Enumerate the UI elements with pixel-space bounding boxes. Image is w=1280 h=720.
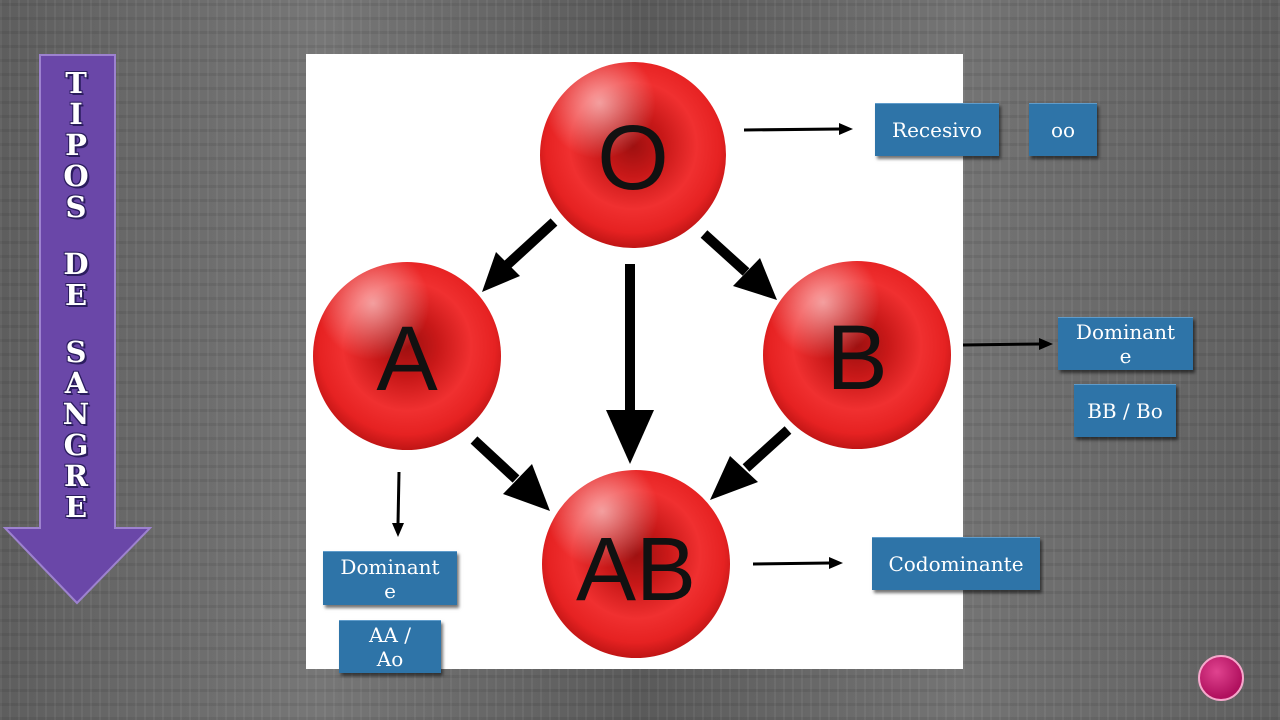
connector-a-dominante	[392, 471, 404, 537]
cell-ab-label: AB	[576, 520, 696, 620]
label-ab-codominante: Codominante	[872, 537, 1040, 590]
title-letter: S	[65, 335, 87, 369]
title-letter: T	[65, 66, 87, 100]
title-word-1: T I P O S	[63, 68, 88, 223]
label-o-genotype: oo	[1029, 103, 1097, 156]
arrow-a-to-ab	[470, 436, 550, 511]
connector-ab-codominante	[752, 557, 843, 569]
arrow-b-to-ab	[710, 426, 792, 500]
cell-a: A	[313, 262, 501, 450]
blood-type-diagram: O A B AB	[313, 62, 951, 658]
label-b-dominante: Dominant e	[1058, 317, 1193, 370]
title-letter: G	[63, 428, 89, 462]
title-letter: D	[63, 247, 89, 281]
cell-b: B	[763, 261, 951, 449]
title-letter: R	[63, 459, 89, 493]
slide-nav-button[interactable]	[1198, 655, 1244, 701]
slide-title-vertical: T I P O S D E S A N G R E	[38, 68, 114, 549]
cell-ab: AB	[542, 470, 730, 658]
title-word-2: D E	[63, 249, 88, 311]
title-letter: I	[69, 97, 83, 131]
title-letter: E	[64, 490, 88, 524]
title-letter: N	[62, 397, 90, 431]
connector-b-dominante	[962, 338, 1053, 350]
title-letter: E	[64, 278, 88, 312]
title-letter: O	[63, 159, 89, 193]
label-a-genotype: AA / Ao	[339, 620, 441, 673]
cell-b-label: B	[826, 307, 887, 409]
title-letter: P	[65, 128, 87, 162]
connector-o-recesivo	[743, 123, 853, 135]
title-arrow-shape	[2, 54, 153, 605]
label-o-recesivo: Recesivo	[875, 103, 999, 156]
label-a-dominante: Dominant e	[323, 551, 457, 605]
cell-o-label: O	[597, 107, 669, 209]
cell-o: O	[540, 62, 726, 248]
arrow-o-to-ab	[606, 264, 654, 464]
arrow-o-to-b	[700, 230, 777, 300]
cell-a-label: A	[376, 308, 438, 410]
label-b-genotype: BB / Bo	[1074, 384, 1176, 437]
title-letter: S	[65, 190, 87, 224]
title-letter: A	[64, 366, 88, 400]
title-word-3: S A N G R E	[63, 337, 90, 523]
arrow-o-to-a	[482, 218, 558, 292]
